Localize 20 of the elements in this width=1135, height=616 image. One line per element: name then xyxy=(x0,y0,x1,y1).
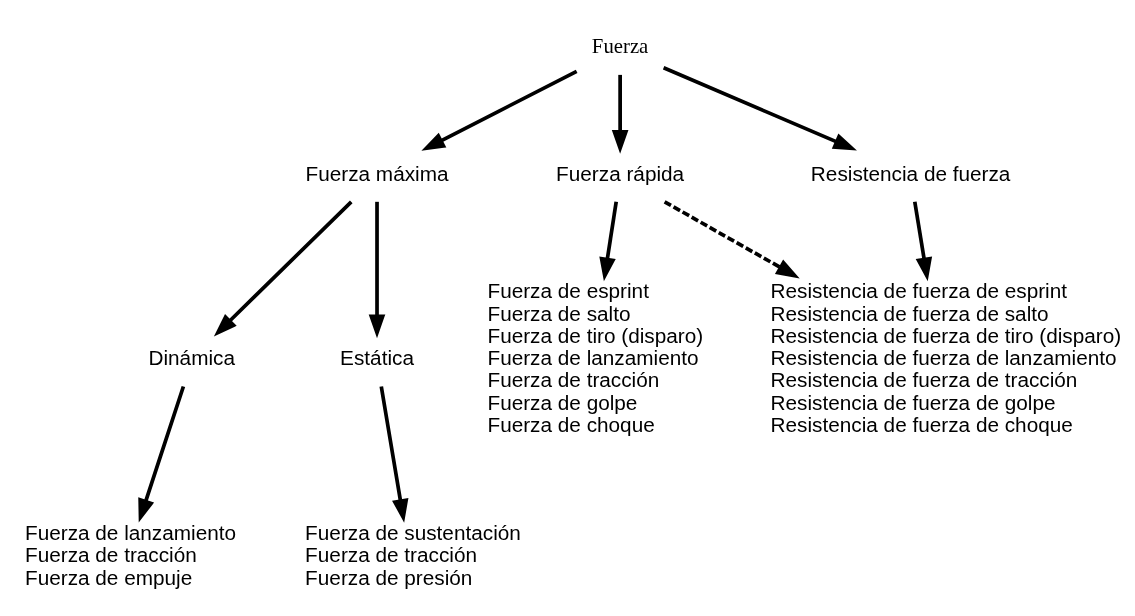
node-text: Fuerza de lanzamiento Fuerza de tracción Fuerza de empuje xyxy=(24,520,237,589)
node-text: Dinámica xyxy=(148,345,235,369)
node-text: Fuerza de sustentación Fuerza de tracción Fuerza de presión xyxy=(305,520,521,589)
node-text: Estática xyxy=(340,345,414,369)
node-text: Resistencia de fuerza de esprint Resistencia de fuerza de salto Resistencia de fuerza de tiro (disparo) Resistencia de fuerza de lanzamiento Resistencia de fuerza de tracción Resistencia de fuerza de golpe Resistencia de fuerza de choque xyxy=(770,278,1122,436)
node-text: Fuerza rápida xyxy=(556,161,685,185)
arrow xyxy=(662,65,857,151)
arrow xyxy=(138,385,186,523)
arrow xyxy=(379,385,409,523)
arrow xyxy=(611,74,629,154)
node-text: Fuerza máxima xyxy=(305,161,449,185)
node-text: Resistencia de fuerza xyxy=(810,161,1011,185)
arrow xyxy=(912,201,933,281)
node-text: Fuerza xyxy=(591,34,649,57)
arrow xyxy=(599,201,619,281)
arrow xyxy=(663,199,800,278)
arrow xyxy=(213,200,353,336)
arrow xyxy=(368,201,386,338)
node-text: Fuerza de esprint Fuerza de salto Fuerza de tiro (disparo) Fuerza de lanzamiento Fuerza de tracción Fuerza de golpe Fuerza de choque xyxy=(487,278,704,436)
arrow xyxy=(421,69,578,151)
